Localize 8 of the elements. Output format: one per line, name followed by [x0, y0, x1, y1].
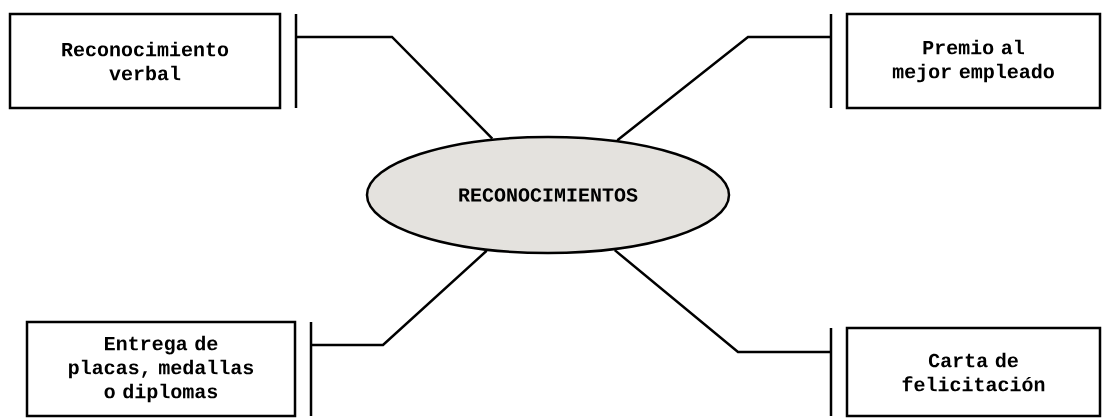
connector-line	[616, 35, 831, 142]
connector-line	[311, 249, 488, 347]
connector-line	[296, 35, 494, 140]
category-box: Entrega de placas, medallas o diplomas	[25, 320, 297, 418]
category-box: Premio al mejor empleado	[845, 12, 1102, 110]
connector-line	[613, 249, 831, 354]
category-box: Carta de felicitación	[845, 326, 1102, 418]
category-box: Reconocimiento verbal	[8, 12, 282, 110]
